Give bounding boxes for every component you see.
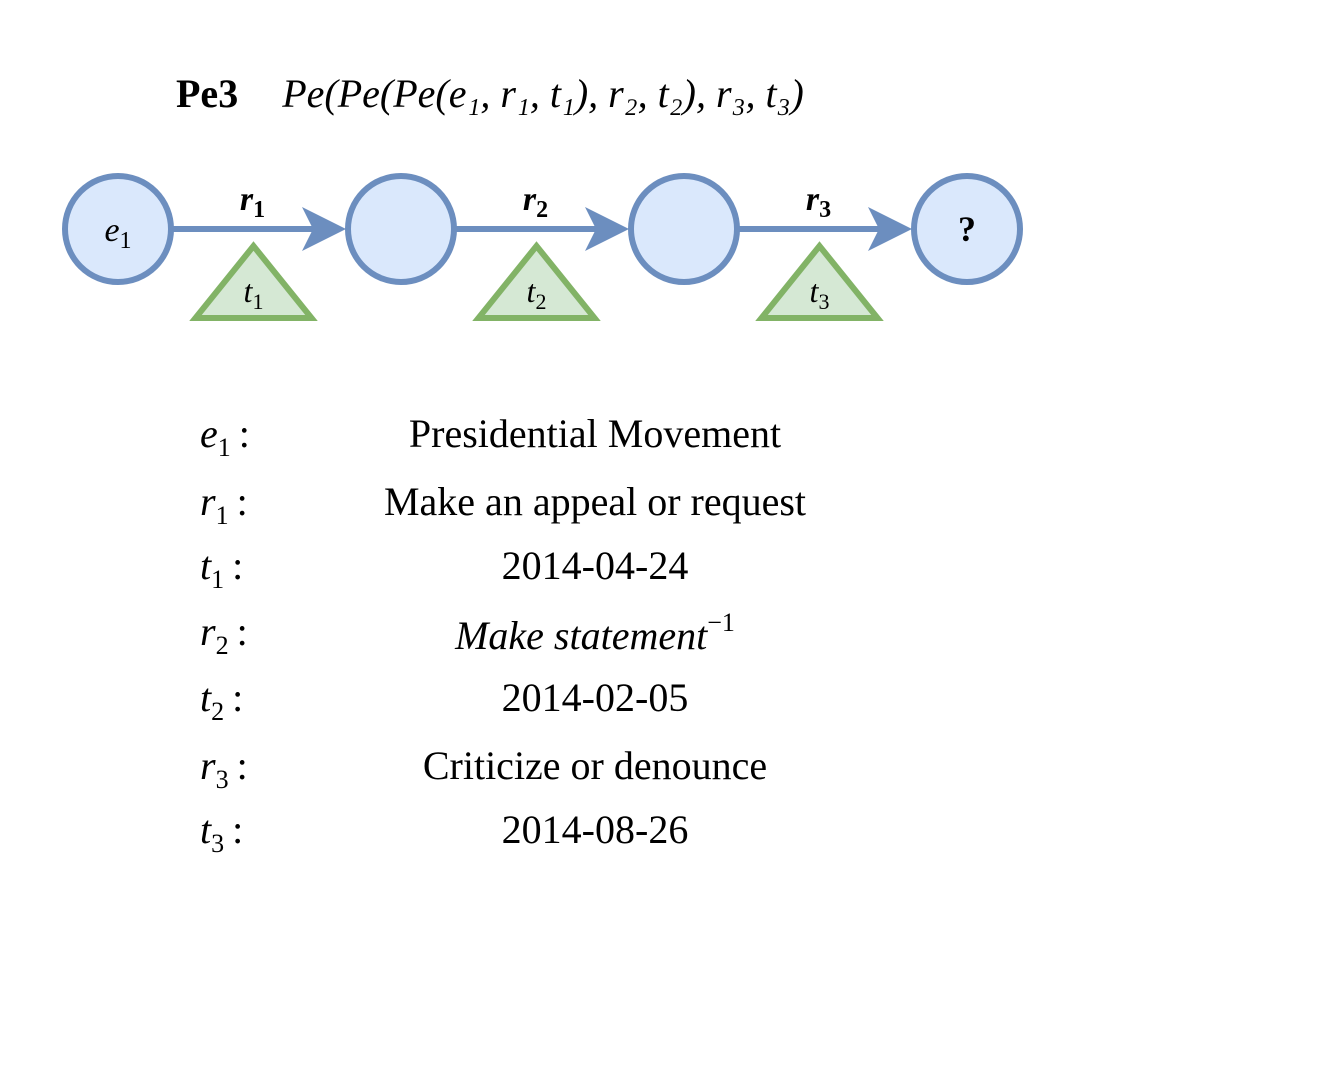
legend-value: 2014-04-24 <box>501 543 689 588</box>
entity-node <box>62 173 174 285</box>
legend-row: t1: 2014-04-24 <box>0 542 1329 602</box>
arrowhead-icon <box>868 207 912 251</box>
legend-value: Presidential Movement <box>408 411 782 456</box>
node-label: ? <box>958 209 976 249</box>
legend-value: Make an appeal or request <box>383 479 807 524</box>
legend-row: t3: 2014-08-26 <box>0 806 1329 866</box>
legend-symbol: r2: <box>200 609 248 661</box>
legend-row: t2: 2014-02-05 <box>0 674 1329 734</box>
legend-row: e1: Presidential Movement <box>0 410 1329 470</box>
path-diagram: r1 t1 r2 t2 r3 t3 e1? <box>62 173 1023 321</box>
time-label: t3 <box>810 273 830 314</box>
time-label: t1 <box>244 273 264 314</box>
legend-row: r3: Criticize or denounce <box>0 742 1329 802</box>
entity-node <box>345 173 457 285</box>
arrowhead-icon <box>585 207 629 251</box>
time-label: t2 <box>527 273 547 314</box>
legend-value: Criticize or denounce <box>422 743 768 788</box>
legend-value: 2014-08-26 <box>501 807 689 852</box>
query-tag: Pe3 <box>176 71 239 116</box>
time-triangle <box>189 241 318 321</box>
legend-symbol: t1: <box>200 543 244 595</box>
legend-symbol: t2: <box>200 675 244 727</box>
edge-label: r3 <box>806 181 831 223</box>
legend-value: Make statement−1 <box>455 608 735 659</box>
legend-symbol: r1: <box>200 479 248 531</box>
edge-label: r1 <box>240 181 265 223</box>
query-formula: Pe(Pe(Pe(e₁, r₁, t₁), r₂, t₂), r₃, t₃) <box>282 71 804 116</box>
legend-symbol: r3: <box>200 743 248 795</box>
edge-label: r2 <box>523 181 548 223</box>
diagram-title: Pe3 Pe(Pe(Pe(e₁, r₁, t₁), r₂, t₂), r₃, t… <box>176 70 804 117</box>
arrowhead-icon <box>302 207 346 251</box>
legend-row: r2: Make statement−1 <box>0 608 1329 668</box>
entity-node <box>911 173 1023 285</box>
entity-node <box>628 173 740 285</box>
legend-symbol: e1: <box>200 411 250 463</box>
node-label: e1 <box>104 212 131 254</box>
legend-symbol: t3: <box>200 807 244 859</box>
time-triangle <box>755 241 884 321</box>
legend-row: r1: Make an appeal or request <box>0 478 1329 538</box>
legend-value: 2014-02-05 <box>501 675 689 720</box>
time-triangle <box>472 241 601 321</box>
